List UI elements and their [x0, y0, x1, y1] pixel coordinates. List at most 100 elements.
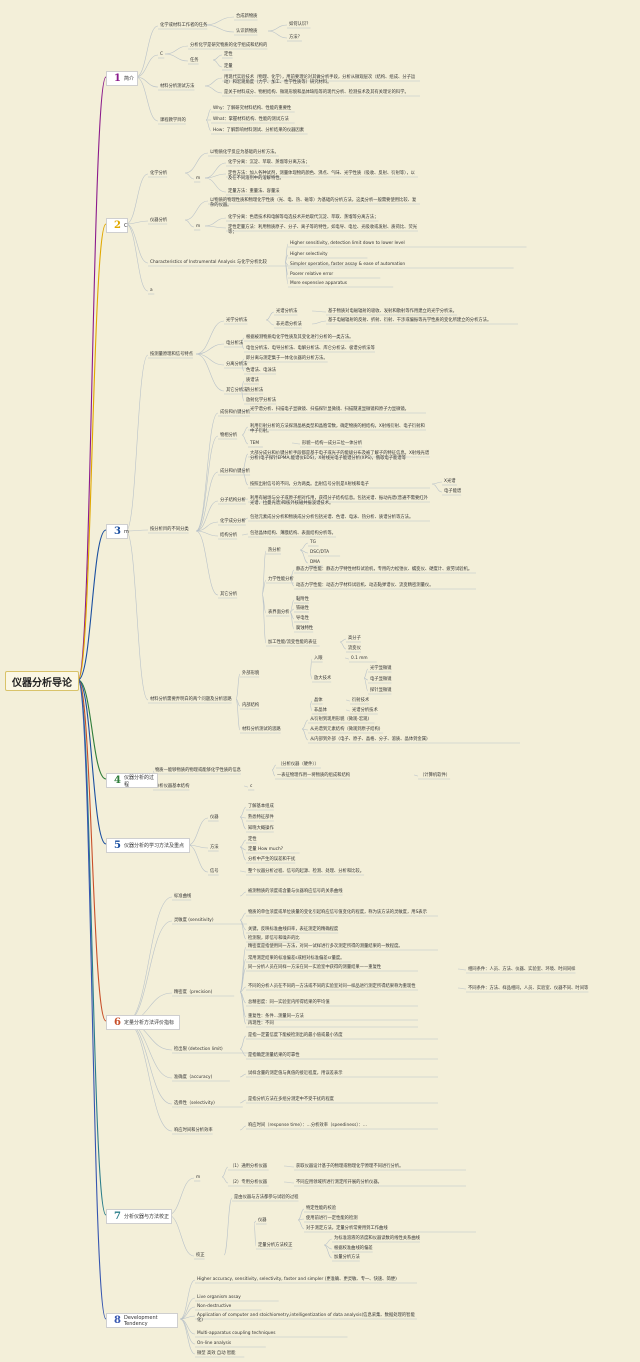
node-37[interactable]: 光谱分析法 [276, 309, 298, 314]
node-34[interactable]: a [150, 288, 153, 293]
node-18[interactable]: 以物质化学反应为基础的分析方法。 [210, 150, 279, 155]
node-102[interactable]: 物质—能够物质的物理或能够化学性质的信息 [155, 768, 241, 773]
node-10[interactable]: 材料分析测试方法 [160, 84, 195, 89]
node-129[interactable]: 不同的分析人员在不同的一方法或不同的实验室对同一样品进行测定所得结果称为重现性 [248, 984, 416, 989]
node-7[interactable]: 任务 [190, 58, 199, 63]
node-2[interactable]: 认识新物质 [236, 29, 258, 34]
node-147[interactable]: 不同应用领域所进行测定所开展的分析仪器。 [296, 1180, 382, 1185]
node-54[interactable]: 物相分析 [220, 433, 238, 438]
node-19[interactable]: m [196, 176, 201, 181]
node-55[interactable]: 利用衍射分析的方法探测晶格类型和晶胞常数，确定物质的相结构。X射线衍射、电子衍射… [250, 424, 425, 435]
node-95[interactable]: 衍射技术 [352, 698, 370, 703]
node-120[interactable]: 灵敏度 (sensitivity) [174, 918, 214, 923]
node-112[interactable]: 方法 [210, 845, 219, 850]
node-94[interactable]: 晶体 [314, 698, 323, 703]
node-153[interactable]: 对于测定方法，定量分析常要用到工作曲线 [306, 1226, 388, 1231]
node-31[interactable]: Simpler operation, faster assay & ease o… [290, 262, 406, 267]
node-14[interactable]: Why：了解研究材料结构、性能的重要性 [213, 106, 292, 111]
node-47[interactable]: 其它分析法 [226, 388, 248, 393]
node-35[interactable]: 按测量原理和信号特点 [150, 352, 193, 357]
node-128[interactable]: 相同条件：人员、方法、仪器、实验室、环境、时间同样 [468, 967, 576, 972]
node-68[interactable]: 包括晶体结构、薄膜结构、表面结构分析等。 [250, 531, 336, 536]
node-77[interactable]: 表界面分析 [268, 610, 290, 615]
node-148[interactable]: 校正 [196, 1253, 205, 1258]
node-125[interactable]: 精密度是指使用同一方法，对同一试样进行多次测定所得的测量结果的一致程度。 [248, 944, 403, 949]
node-111[interactable]: 知晓大概操作 [248, 826, 274, 831]
node-106[interactable]: 分析仪器基本结构 [155, 784, 190, 789]
node-117[interactable]: 整个仪器分析过程、信号的起源、检测、处理、分析和比较。 [248, 869, 365, 874]
node-56[interactable]: TEM [250, 441, 260, 446]
node-9[interactable]: 定量 [224, 64, 233, 69]
node-26[interactable]: 化学分离：色谱技术和电解等电选技术开始取代沉淀、萃取、蒸馏等分离方法； [228, 215, 379, 220]
node-162[interactable]: Multi-apparatus coupling techniques [197, 1331, 276, 1336]
node-151[interactable]: 特定性能的校验 [306, 1206, 337, 1211]
node-92[interactable]: 探针显微镜 [370, 688, 392, 693]
node-3[interactable]: 如何认识？ [289, 22, 311, 27]
node-152[interactable]: 使用前进行一定性能的检测 [306, 1216, 358, 1221]
node-73[interactable]: DMA [310, 560, 320, 565]
node-104[interactable]: —表征物理作用—将物质的组成和结构 [277, 773, 351, 778]
node-99[interactable]: 从衍射到现用形貌（微观-宏观) [310, 717, 370, 722]
node-32[interactable]: Poorer relative error [290, 272, 334, 277]
node-161[interactable]: Application of computer and stoichiometr… [197, 1313, 415, 1324]
node-83[interactable]: 高分子 [348, 636, 361, 641]
node-74[interactable]: 力学性能分析 [268, 577, 294, 582]
node-154[interactable]: 定量分析方法校正 [258, 1243, 293, 1248]
node-25[interactable]: m [196, 224, 201, 229]
node-66[interactable]: 包括元素成分分析和物质成分分析包括光谱、色谱、电泳、热分析、质谱分析等方法。 [250, 515, 414, 520]
node-12[interactable]: 是关于材料成分、物相结构、微观形貌和晶体缺陷等的现代分析、检测技术及其有关理论的… [224, 90, 409, 95]
node-48[interactable]: 质谱法 [246, 378, 259, 383]
node-39[interactable]: 非光谱分析法 [276, 322, 302, 327]
node-135[interactable]: 是指一定置信度下能被检测出的最小值或最小浓度 [248, 1033, 343, 1038]
node-63[interactable]: 分子结构分析 [220, 498, 246, 503]
node-140[interactable]: 是指分析方法在多组分测定中不受干扰的程度 [248, 1097, 334, 1102]
node-145[interactable]: 获取仪器设计基于的物理或物理化学原理不同进行分析。 [296, 1164, 404, 1169]
node-101[interactable]: 从内部到外部（电子、原子、晶格、分子、溶质、晶体到金属) [310, 737, 428, 742]
node-115[interactable]: 分析中产生的误差和干扰 [248, 857, 296, 862]
node-89[interactable]: 放大技术 [314, 676, 332, 681]
node-158[interactable]: Higher accuracy, sensitivity, selectivit… [197, 1277, 397, 1282]
node-4[interactable]: 方法？ [289, 35, 302, 40]
node-138[interactable]: 试样含量的测定值与真值的接近程度，用误差表示 [248, 1071, 343, 1076]
node-50[interactable]: 放射化学分析法 [246, 398, 277, 403]
node-11[interactable]: 用现代实验技术（物理、化学），用前要理论对其做分析手段，分析从微观层次（结构、组… [224, 75, 416, 86]
node-144[interactable]: （1）通用分析仪器 [230, 1164, 268, 1169]
node-21[interactable]: 定性方法：加入各种试剂，测量体现物的颜色、沸点、气味、光学性质（吸收、反射、衍射… [228, 171, 415, 182]
node-93[interactable]: 内部结构 [242, 703, 260, 708]
node-114[interactable]: 定量 How much? [248, 847, 283, 852]
node-16[interactable]: How：了解影响材料测试、分析结果的仪器因素 [213, 128, 305, 133]
node-49[interactable]: 热分析法 [246, 388, 264, 393]
node-15[interactable]: What：掌握材料结构、性能的测试方法 [213, 117, 289, 122]
node-27[interactable]: 定性定量方法：利用物质原子、分子、离子等的特性，如电导、电位、光吸收或发射、质荷… [228, 225, 418, 236]
node-98[interactable]: 材料分析测试的思路 [242, 727, 281, 732]
node-8[interactable]: 定性 [224, 52, 233, 57]
node-24[interactable]: 以物质的物理性质和物理化学性质（光、电、热、磁等）为基础的分析方法，这类分析一般… [210, 198, 417, 209]
node-1[interactable]: 合成新物质 [236, 14, 258, 19]
node-30[interactable]: Higher selectivity [290, 252, 328, 257]
node-81[interactable]: 腐蚀特性 [296, 626, 314, 631]
node-90[interactable]: 光学显微镜 [370, 666, 392, 671]
node-134[interactable]: 检出限 (detection limit) [174, 1047, 223, 1052]
node-118[interactable]: 标准曲线 [174, 894, 192, 899]
node-149[interactable]: 是由仪器与方法都参与试验的过程 [234, 1195, 299, 1200]
node-132[interactable]: 重复性：条件…测量同一方法 [248, 1014, 304, 1019]
node-67[interactable]: 结构分析 [220, 533, 238, 538]
node-61[interactable]: X光谱 [444, 479, 456, 484]
node-141[interactable]: 响应时间和分析效率 [174, 1128, 213, 1133]
node-78[interactable]: 黏附性 [296, 597, 309, 602]
node-139[interactable]: 选择性（selectivity) [174, 1101, 215, 1106]
node-51[interactable]: 按分析目的不同分类 [150, 527, 189, 532]
node-65[interactable]: 化学成分分析 [220, 519, 246, 524]
node-52[interactable]: 成份和价键分析 [220, 410, 251, 415]
node-53[interactable]: 光学谱分析、扫描电子显微镜、扫描探针显微镜、扫描隧道显微镜和原子力显微镜。 [250, 407, 409, 412]
node-96[interactable]: 非晶体 [314, 708, 327, 713]
node-107[interactable]: c [250, 784, 253, 789]
node-85[interactable]: 材料分析需要弄明白的两个问题及分析思路 [150, 697, 232, 702]
node-76[interactable]: 动态力学性能：动态力学材料试验机、动态黏弹谱仪、流变精密测量仪。 [296, 583, 434, 588]
node-127[interactable]: 同一分析人员在同样一方法在同一实验室中获得的测量结果——重复性 [248, 965, 382, 970]
